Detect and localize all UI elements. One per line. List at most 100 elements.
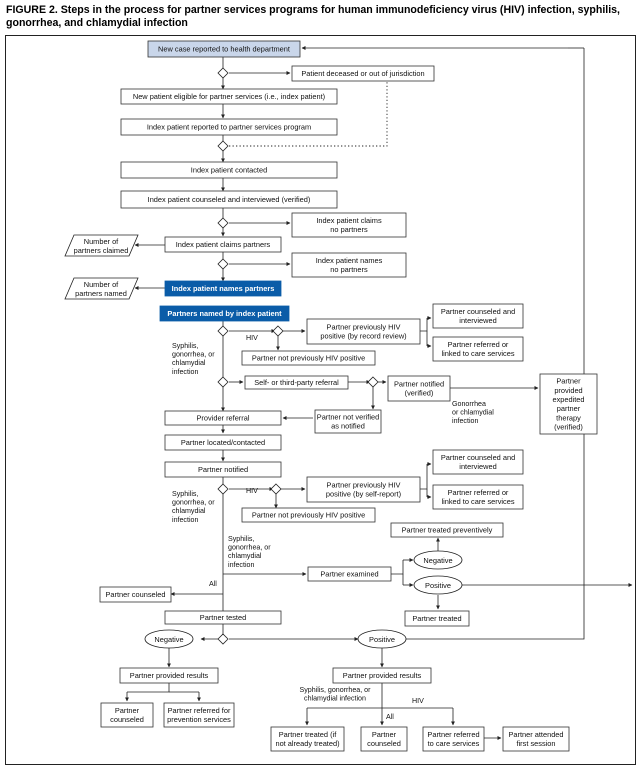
edge-label-hiv1: HIV	[246, 334, 258, 342]
node-label: Partners named by index patient	[167, 309, 282, 318]
figure-title: FIGURE 2. Steps in the process for partn…	[6, 4, 620, 29]
node-label: Partner examined	[320, 570, 378, 579]
node-names: Index patient names partners	[164, 280, 282, 297]
oval-negative-tested: Negative	[144, 629, 194, 649]
node-label: Provider referral	[197, 414, 250, 423]
decision-diamond	[217, 140, 229, 152]
node-label: Partner tested	[200, 613, 246, 622]
node-label: Partner notified	[198, 465, 248, 474]
node-label: Index patient contacted	[191, 166, 267, 175]
node-label: Partner provided results	[343, 671, 422, 680]
node-label: Index patient reported to partner servic…	[147, 123, 311, 132]
node-label: Partner located/contacted	[181, 438, 265, 447]
node-label: Partner not previously HIV positive	[252, 511, 365, 520]
node-label: Index patient counseled and interviewed …	[148, 195, 311, 204]
svg-text:Negative: Negative	[423, 556, 452, 565]
node-label: Partner provided results	[130, 671, 209, 680]
node-not-prev-hiv1: Partner not previously HIV positive	[241, 350, 376, 366]
edge-label-hiv2: HIV	[246, 487, 258, 495]
node-self-third: Self- or third-party referral	[244, 375, 349, 390]
node-deceased: Patient deceased or out of jurisdiction	[291, 65, 435, 82]
decision-diamond	[217, 325, 229, 337]
node-claims: Index patient claims partners	[164, 236, 282, 253]
decision-diamond	[367, 376, 379, 388]
decision-diamond	[217, 633, 229, 645]
node-not-prev-hiv2: Partner not previously HIV positive	[241, 507, 376, 523]
node-label: Self- or third-party referral	[254, 378, 339, 387]
node-notified-verified: Partner notified(verified)	[387, 375, 451, 402]
node-examined: Partner examined	[307, 566, 392, 582]
node-interviewed: Index patient counseled and interviewed …	[120, 190, 338, 209]
oval-negative-examined: Negative	[413, 550, 463, 570]
node-label: Index patient claims partners	[176, 240, 271, 249]
node-label: Partner notified(verified)	[394, 380, 444, 398]
node-treated-prev: Partner treated preventively	[390, 522, 504, 538]
decision-diamond	[217, 483, 229, 495]
decision-diamond	[217, 67, 229, 79]
edge-label-all1: All	[209, 580, 217, 588]
node-tested: Partner tested	[164, 610, 282, 625]
node-eligible: New patient eligible for partner service…	[120, 88, 338, 105]
svg-text:Positive: Positive	[369, 635, 395, 644]
oval-positive-examined: Positive	[413, 575, 463, 595]
decision-diamond	[217, 376, 229, 388]
edge-label-all-bottom: All	[386, 713, 394, 721]
node-label: Index patient names partners	[172, 284, 275, 293]
node-label: Patient deceased or out of jurisdiction	[301, 69, 424, 78]
node-treated: Partner treated	[404, 610, 470, 627]
node-reported-ps: Index patient reported to partner servic…	[120, 118, 338, 136]
node-provider-ref: Provider referral	[164, 410, 282, 426]
node-label: Partner counseled	[106, 590, 166, 599]
node-counseled-left: Partner counseled	[99, 586, 172, 603]
node-label: Partner not previously HIV positive	[252, 354, 365, 363]
node-label: New case reported to health department	[158, 45, 290, 54]
diagram-frame	[5, 35, 636, 765]
edge-label-hiv-bottom: HIV	[412, 697, 424, 705]
node-new-case: New case reported to health department	[147, 40, 301, 58]
node-results-neg: Partner provided results	[119, 667, 219, 684]
node-contacted: Index patient contacted	[120, 161, 338, 179]
node-label: New patient eligible for partner service…	[133, 92, 325, 101]
node-results-pos: Partner provided results	[332, 667, 432, 684]
decision-diamond	[270, 483, 282, 495]
